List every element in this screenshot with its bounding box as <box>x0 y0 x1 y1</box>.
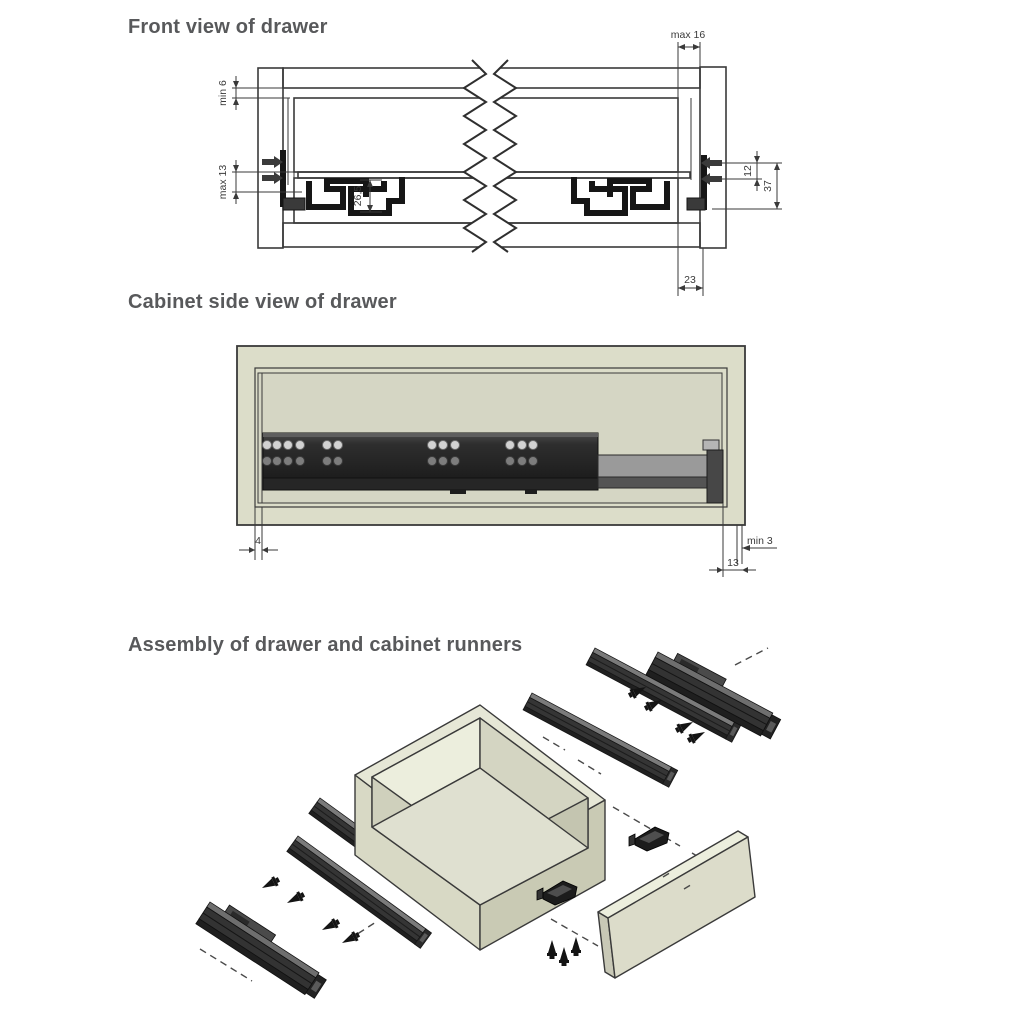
front-view-diagram: min 6 max 13 26,5 max <box>217 29 782 296</box>
svg-text:4: 4 <box>255 535 261 547</box>
dim-26-5: 26,5 <box>352 179 382 213</box>
svg-text:max 13: max 13 <box>217 165 229 200</box>
svg-text:37: 37 <box>762 180 774 192</box>
svg-text:23: 23 <box>684 274 696 286</box>
svg-text:13: 13 <box>727 557 739 569</box>
dim-37: 37 <box>712 163 782 210</box>
runner-cross-section-left <box>262 150 405 216</box>
svg-text:12: 12 <box>742 165 754 177</box>
drawer-front-panel <box>597 830 756 979</box>
assembly-diagram <box>195 644 786 1001</box>
dim-min-6: min 6 <box>217 76 290 110</box>
front-view-title: Front view of drawer <box>128 16 328 38</box>
lock-device-right <box>628 826 670 852</box>
side-view-title: Cabinet side view of drawer <box>128 291 397 313</box>
cabinet-runner-left <box>195 894 333 1001</box>
svg-text:26,5: 26,5 <box>352 186 364 207</box>
svg-text:min 6: min 6 <box>217 80 229 106</box>
dim-23: 23 <box>678 274 703 291</box>
dim-4: 4 <box>239 507 278 560</box>
svg-text:min 3: min 3 <box>747 535 773 547</box>
drawer-box <box>354 704 606 951</box>
runner-holes-bottom <box>262 456 538 466</box>
runner-holes-top <box>262 440 538 450</box>
runner-cross-section-right <box>571 155 722 216</box>
panel-face-dashes <box>662 870 695 890</box>
assembly-title: Assembly of drawer and cabinet runners <box>128 634 523 656</box>
dim-13: 13 <box>709 557 756 573</box>
screws-lock-left <box>547 937 581 966</box>
dim-max-13: max 13 <box>217 160 302 204</box>
dim-12: 12 <box>712 151 782 191</box>
dim-min-3: min 3 <box>722 503 777 577</box>
cabinet-runner <box>262 432 724 504</box>
side-view-diagram: 4 min 3 13 <box>236 345 777 577</box>
break-lines <box>462 59 518 253</box>
svg-text:max 16: max 16 <box>671 29 706 41</box>
